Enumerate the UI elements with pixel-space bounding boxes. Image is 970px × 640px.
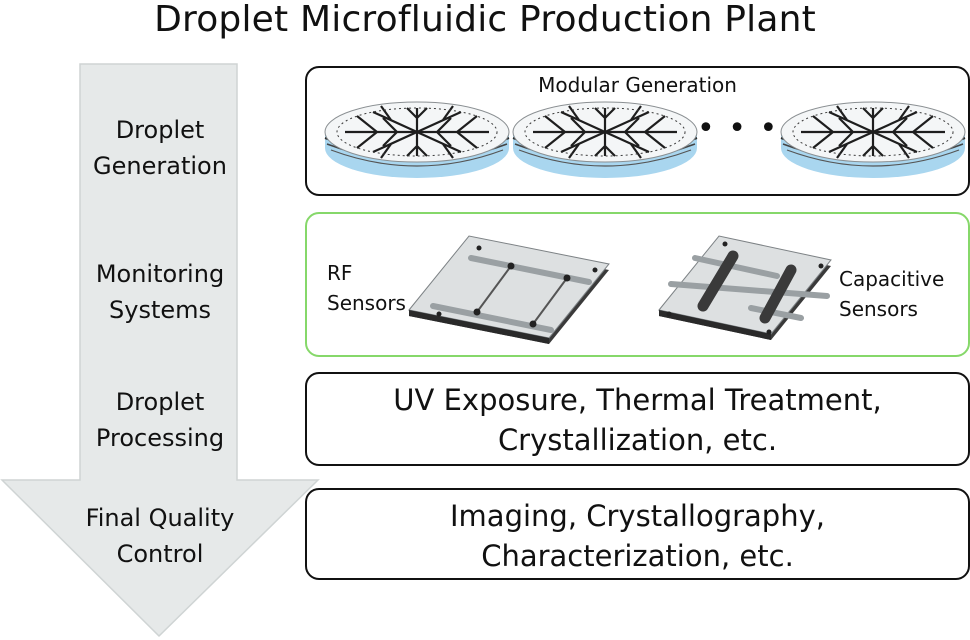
sensor-chips — [408, 235, 832, 344]
label-line: Sensors — [327, 291, 406, 315]
quality-line-1: Imaging, Crystallography, — [450, 499, 825, 533]
quality-control-box: Imaging, Crystallography, Characterizati… — [305, 488, 970, 580]
stage-label-line: Processing — [95, 424, 225, 452]
generation-box: Modular Generation — [305, 66, 970, 196]
generator-chips — [323, 100, 967, 180]
label-line: RF — [327, 261, 353, 285]
rf-sensor-chip — [408, 235, 610, 344]
processing-line-2: Crystallization, etc. — [497, 423, 778, 457]
quality-line-2: Characterization, etc. — [481, 539, 794, 573]
stage-label-line: Control — [116, 540, 204, 568]
more-modules-ellipsis: • • • — [697, 111, 780, 146]
processing-box: UV Exposure, Thermal Treatment, Crystall… — [305, 372, 970, 466]
stage-label-line: Final Quality — [85, 504, 235, 532]
generator-chip — [323, 100, 511, 180]
stage-label-line: Monitoring — [95, 260, 225, 288]
stage-monitoring-systems: Monitoring Systems — [60, 256, 260, 328]
modular-generation-label: Modular Generation — [538, 73, 737, 97]
capacitive-sensor-chip — [658, 235, 832, 340]
stage-final-quality-control: Final Quality Control — [60, 500, 260, 572]
generator-chip — [511, 100, 699, 180]
rf-sensors-label: RF Sensors — [327, 258, 406, 318]
label-line: Capacitive — [839, 267, 945, 291]
processing-line-1: UV Exposure, Thermal Treatment, — [393, 383, 882, 417]
label-line: Sensors — [839, 297, 918, 321]
diagram-title: Droplet Microfluidic Production Plant — [154, 0, 816, 40]
stage-label-line: Systems — [109, 296, 211, 324]
capacitive-sensors-label: Capacitive Sensors — [839, 264, 944, 324]
generator-chip — [779, 100, 967, 180]
stage-label-line: Droplet — [115, 116, 205, 144]
stage-label-line: Droplet — [115, 388, 205, 416]
monitoring-box: RF Sensors Capacitive Sensors — [305, 212, 970, 357]
stage-droplet-generation: Droplet Generation — [60, 112, 260, 184]
stage-droplet-processing: Droplet Processing — [60, 384, 260, 456]
stage-label-line: Generation — [93, 152, 227, 180]
